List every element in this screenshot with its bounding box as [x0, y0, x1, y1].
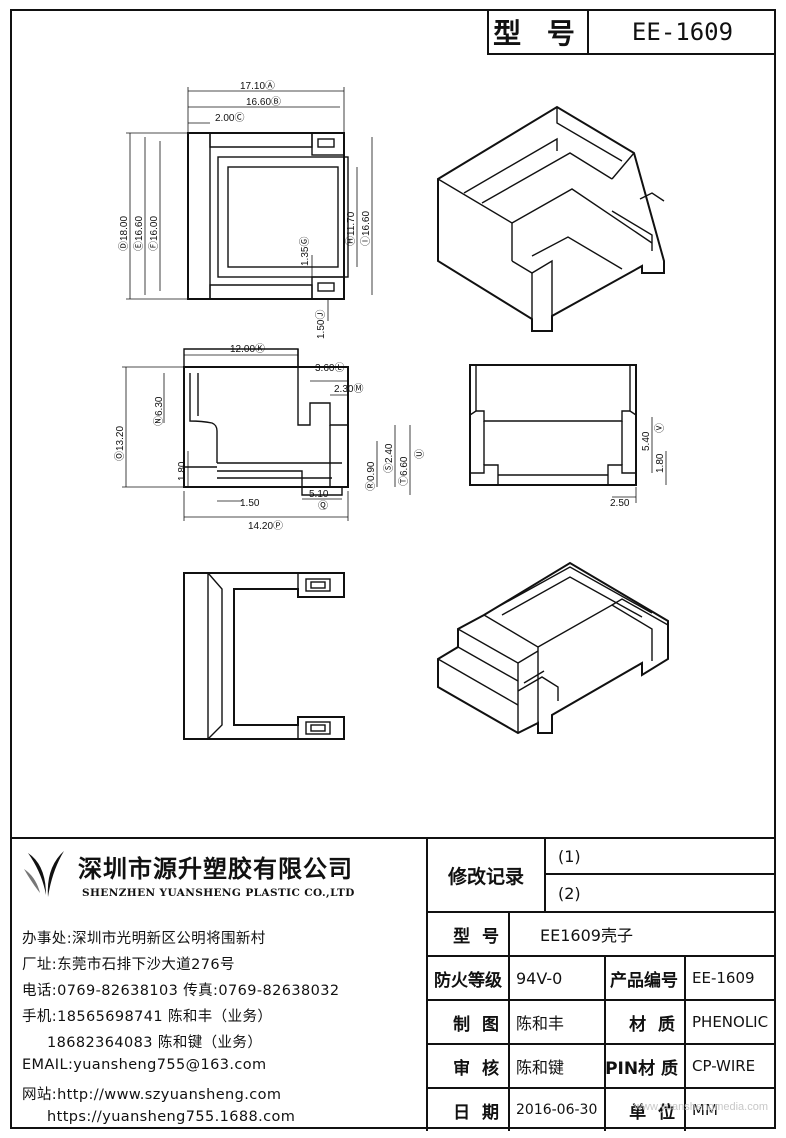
side-view: 12.00Ⓚ 3.60Ⓛ 2.30Ⓜ 6.30 13.20 1.80 0.90 … — [114, 343, 426, 532]
dim-front-2-50: 2.50 — [610, 498, 630, 509]
company-name-cn: 深圳市源升塑胶有限公司 — [78, 855, 353, 883]
dim-p: 14.20Ⓟ — [248, 520, 283, 532]
revision-row-2: (2) — [558, 883, 581, 903]
dim-h-value: 11.70 — [346, 211, 357, 236]
dim-n-value: 6.30 — [154, 396, 165, 416]
isometric-view-bottom — [437, 561, 669, 735]
dim-f-mark: Ⓕ — [148, 241, 160, 251]
model-header-label: 型 号 — [489, 11, 589, 53]
dim-i-value: 16.60 — [361, 211, 372, 236]
dim-g: 1.35Ⓖ — [299, 237, 311, 266]
top-view: 17.10Ⓐ 16.60Ⓑ 2.00Ⓒ 18.00 16.60 16.00 11… — [118, 80, 373, 339]
unit-value: MM — [692, 1101, 718, 1119]
website[interactable]: 网站:http://www.szyuansheng.com — [22, 1087, 282, 1103]
watermark: www.yuanshengmedia.com — [634, 1101, 768, 1113]
model-header-value: EE-1609 — [631, 18, 734, 46]
isometric-view-top — [437, 105, 665, 332]
fire-rating-label: 防火等级 — [434, 970, 502, 991]
product-no-value: EE-1609 — [692, 969, 755, 987]
spec-table: 型 号 EE1609壳子 防火等级 94V-0 产品编号 EE-1609 制 图… — [426, 911, 774, 1131]
website-1688[interactable]: https://yuansheng755.1688.com — [22, 1109, 296, 1125]
model-value: EE1609壳子 — [540, 926, 633, 945]
dim-side-5-10: 5.10 — [309, 489, 329, 500]
phone-fax: 电话:0769-82638103 传真:0769-82638032 — [22, 983, 340, 999]
dim-t-mark: Ⓣ — [398, 476, 410, 486]
dim-f-value: 16.00 — [149, 216, 160, 241]
company-logo-icon — [24, 851, 64, 897]
company-name-en: SHENZHEN YUANSHENG PLASTIC CO.,LTD — [82, 887, 355, 899]
dim-a: 17.10Ⓐ — [240, 80, 275, 92]
dim-b: 16.60Ⓑ — [246, 96, 281, 108]
dim-s-value: 2.40 — [384, 443, 395, 463]
model-label: 型 号 — [453, 926, 502, 947]
dim-o-value: 13.20 — [115, 426, 126, 451]
revision-row-1: (1) — [546, 839, 774, 875]
dim-front-1-80: 1.80 — [655, 453, 666, 473]
dim-q-mark: Ⓠ — [318, 500, 328, 512]
dim-i-mark: Ⓘ — [360, 236, 372, 246]
dim-t-value: 6.60 — [399, 456, 410, 476]
dim-side-1-80: 1.80 — [177, 461, 188, 481]
checked-by-value: 陈和键 — [516, 1058, 565, 1077]
material-value: PHENOLIC — [692, 1013, 769, 1031]
front-view: 5.40 1.80 2.50 Ⓥ — [469, 364, 667, 509]
dim-front-5-40: 5.40 — [641, 431, 652, 451]
checked-by-label: 审 核 — [453, 1058, 502, 1079]
fire-rating-value: 94V-0 — [516, 968, 563, 988]
dim-side-1-50: 1.50 — [240, 498, 260, 509]
email[interactable]: EMAIL:yuansheng755@163.com — [22, 1057, 267, 1073]
technical-drawing: 17.10Ⓐ 16.60Ⓑ 2.00Ⓒ 18.00 16.60 16.00 11… — [114, 80, 669, 740]
date-label: 日 期 — [453, 1102, 502, 1123]
dim-s-mark: Ⓢ — [383, 463, 395, 473]
dim-e-mark: Ⓔ — [133, 241, 145, 251]
dim-o-mark: Ⓞ — [114, 451, 126, 461]
revision-title: 修改记录 — [428, 839, 546, 911]
pin-material-value: CP-WIRE — [692, 1057, 756, 1075]
drawn-by-value: 陈和丰 — [516, 1014, 565, 1033]
office-address: 办事处:深圳市光明新区公明将围新村 — [22, 931, 266, 947]
bottom-view — [183, 572, 345, 740]
unit-label: 单 位 — [629, 1102, 678, 1123]
dim-k: 12.00Ⓚ — [230, 343, 265, 355]
mobile-2: 18682364083 陈和键（业务） — [22, 1035, 263, 1051]
title-block: 深圳市源升塑胶有限公司 SHENZHEN YUANSHENG PLASTIC C… — [12, 837, 774, 1131]
dim-u-mark: Ⓤ — [414, 449, 426, 459]
drawing-sheet: 型 号 EE-1609 — [10, 9, 776, 1131]
dim-r-mark: Ⓡ — [365, 481, 377, 491]
revision-record: 修改记录 (1) (2) — [426, 839, 774, 911]
dim-r-value: 0.90 — [366, 461, 377, 481]
mobile-1: 手机:18565698741 陈和丰（业务） — [22, 1009, 273, 1025]
pin-material-label: PIN材 质 — [605, 1058, 678, 1079]
dim-d-value: 18.00 — [119, 216, 130, 241]
dim-n-mark: Ⓝ — [153, 416, 165, 426]
dim-c: 2.00Ⓒ — [215, 112, 244, 124]
material-label: 材 质 — [629, 1014, 678, 1035]
date-value: 2016-06-30 — [516, 1102, 598, 1118]
dim-d-mark: Ⓓ — [118, 241, 130, 251]
dim-m: 2.30Ⓜ — [334, 383, 363, 395]
dim-l: 3.60Ⓛ — [315, 362, 344, 374]
factory-address: 厂址:东莞市石排下沙大道276号 — [22, 957, 235, 973]
drawn-by-label: 制 图 — [453, 1014, 502, 1035]
dim-h-mark: Ⓗ — [345, 236, 357, 246]
product-no-label: 产品编号 — [610, 970, 678, 991]
dim-e-value: 16.60 — [134, 216, 145, 241]
model-header: 型 号 EE-1609 — [487, 11, 776, 55]
dim-v-mark: Ⓥ — [654, 423, 666, 433]
dim-j: 1.50Ⓙ — [315, 310, 327, 339]
